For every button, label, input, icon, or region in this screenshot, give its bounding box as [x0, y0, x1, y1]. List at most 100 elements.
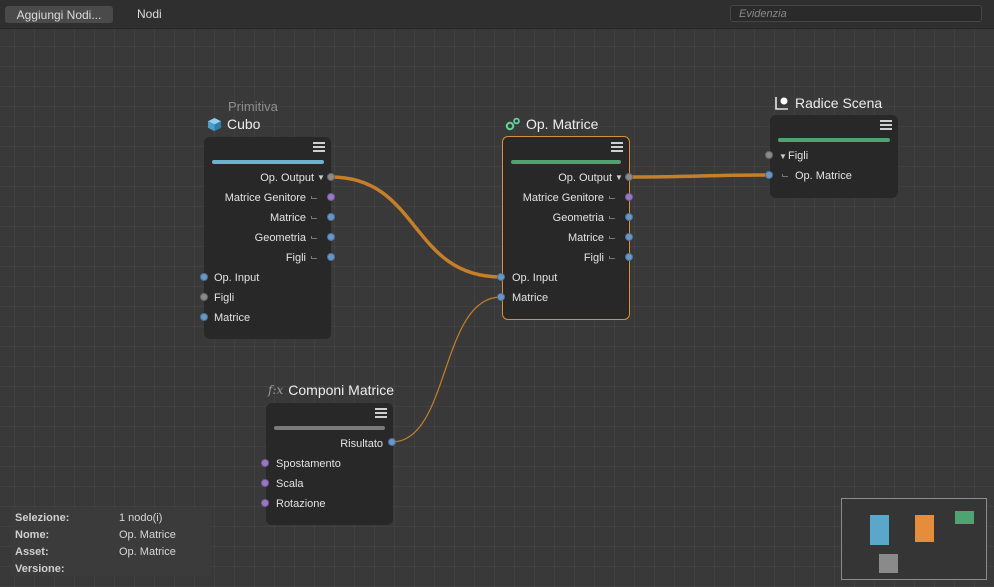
opmatrice-in-op-input: Op. Input [512, 272, 558, 284]
cubo-out-matrice: Matrice [269, 212, 306, 224]
info-panel: Selezione: 1 nodo(i) Nome: Op. Matrice A… [11, 508, 211, 576]
port-opmatrice-matrice-in[interactable] [497, 293, 505, 301]
cubo-out-figli: Figli [285, 252, 306, 264]
port-cubo-matrice-in[interactable] [200, 313, 208, 321]
port-opmatrice-op-output[interactable] [625, 173, 633, 181]
highlight-search-input[interactable] [730, 5, 982, 22]
opmatrice-in-matrice: Matrice [512, 292, 549, 304]
menu-nodes[interactable]: Nodi [137, 7, 162, 21]
node-menu-icon[interactable] [611, 142, 623, 152]
link-icon [609, 196, 615, 199]
link-icon [609, 256, 615, 259]
port-opmatrice-geometria[interactable] [625, 213, 633, 221]
port-cubo-matrice-out[interactable] [327, 213, 335, 221]
toolbar: Aggiungi Nodi... Nodi [0, 0, 994, 29]
radice-title-label: Radice Scena [795, 95, 883, 111]
radice-in-op-matrice: Op. Matrice [795, 170, 852, 182]
cubo-title-label: Cubo [227, 116, 261, 132]
cubo-color-bar [212, 160, 324, 164]
componi-in-spostamento: Spostamento [276, 458, 341, 470]
minimap-node-radice [955, 511, 974, 524]
opmatrice-out-matrice-genitore: Matrice Genitore [522, 192, 604, 204]
componi-color-bar [274, 426, 385, 430]
port-cubo-matrice-genitore[interactable] [327, 193, 335, 201]
port-radice-op-matrice[interactable] [765, 171, 773, 179]
port-opmatrice-op-input[interactable] [497, 273, 505, 281]
port-opmatrice-matrice-genitore[interactable] [625, 193, 633, 201]
opmatrice-out-matrice: Matrice [567, 232, 604, 244]
port-radice-figli[interactable] [765, 151, 773, 159]
info-value: 1 nodo(i) [119, 512, 163, 524]
port-componi-rotazione[interactable] [261, 499, 269, 507]
componi-title[interactable]: f:x Componi Matrice [268, 382, 394, 398]
radice-color-bar [778, 138, 890, 142]
componi-in-rotazione: Rotazione [276, 498, 326, 510]
node-radice-scena[interactable] [770, 115, 898, 198]
info-value: Op. Matrice [119, 546, 176, 558]
info-key: Asset: [15, 546, 49, 558]
info-key: Selezione: [15, 512, 70, 524]
scene-root-icon [775, 97, 788, 110]
minimap-node-cubo [870, 515, 889, 545]
link-icon [609, 216, 615, 219]
node-componi-matrice[interactable] [266, 403, 393, 525]
info-key: Versione: [15, 563, 65, 575]
info-row-selection: Selezione: 1 nodo(i) [15, 511, 162, 525]
function-icon: f:x [268, 383, 284, 397]
link-icon [311, 216, 317, 219]
port-componi-risultato[interactable] [388, 438, 396, 446]
node-cubo[interactable] [204, 137, 331, 339]
opmatrice-out-op-output: Op. Output [558, 172, 612, 184]
cube-icon [207, 117, 222, 131]
opmatrice-out-figli: Figli [583, 252, 604, 264]
radice-title[interactable]: Radice Scena [774, 95, 882, 111]
port-cubo-geometria[interactable] [327, 233, 335, 241]
minimap[interactable] [841, 498, 987, 580]
componi-title-label: Componi Matrice [288, 382, 395, 398]
componi-in-scala: Scala [276, 478, 304, 490]
componi-out-risultato: Risultato [340, 438, 383, 450]
minimap-node-componi [879, 554, 898, 573]
port-cubo-figli-in[interactable] [200, 293, 208, 301]
info-row-version: Versione: [15, 562, 65, 576]
port-cubo-figli-out[interactable] [327, 253, 335, 261]
wire-opmatrice-to-radice[interactable] [627, 173, 771, 179]
cubo-in-op-input: Op. Input [214, 272, 260, 284]
cubo-title[interactable]: Cubo [207, 116, 260, 132]
port-componi-spostamento[interactable] [261, 459, 269, 467]
node-op-matrice[interactable] [502, 136, 630, 320]
dropdown-arrow-icon[interactable]: ▼ [317, 173, 325, 182]
cubo-out-op-output: Op. Output [260, 172, 314, 184]
node-menu-icon[interactable] [880, 120, 892, 130]
cubo-in-matrice: Matrice [214, 312, 251, 324]
opmatrice-title-label: Op. Matrice [526, 116, 599, 132]
wire-componi-to-opmatrice[interactable] [391, 296, 502, 443]
gears-icon [505, 117, 520, 131]
port-opmatrice-matrice-out[interactable] [625, 233, 633, 241]
cubo-out-geometria: Geometria [254, 232, 306, 244]
cubo-in-figli: Figli [214, 292, 235, 304]
minimap-node-opmatrice [915, 515, 934, 542]
port-cubo-op-input[interactable] [200, 273, 208, 281]
add-nodes-button[interactable]: Aggiungi Nodi... [5, 6, 113, 23]
wire-cubo-to-opmatrice[interactable] [329, 175, 503, 279]
opmatrice-title[interactable]: Op. Matrice [505, 116, 598, 132]
dropdown-arrow-icon[interactable]: ▼ [615, 173, 623, 182]
port-opmatrice-figli[interactable] [625, 253, 633, 261]
node-menu-icon[interactable] [313, 142, 325, 152]
info-row-asset: Asset: Op. Matrice [15, 545, 176, 559]
link-icon [311, 236, 317, 239]
info-key: Nome: [15, 529, 50, 541]
info-value: Op. Matrice [119, 529, 176, 541]
port-cubo-op-output[interactable] [327, 173, 335, 181]
opmatrice-color-bar [511, 160, 621, 164]
node-menu-icon[interactable] [375, 408, 387, 418]
radice-in-figli: Figli [788, 150, 809, 162]
port-componi-scala[interactable] [261, 479, 269, 487]
expand-arrow-icon[interactable]: ▼ [779, 152, 787, 161]
cubo-out-matrice-genitore: Matrice Genitore [224, 192, 306, 204]
info-row-name: Nome: Op. Matrice [15, 528, 176, 542]
opmatrice-out-geometria: Geometria [552, 212, 604, 224]
tree-line-icon [782, 174, 788, 177]
